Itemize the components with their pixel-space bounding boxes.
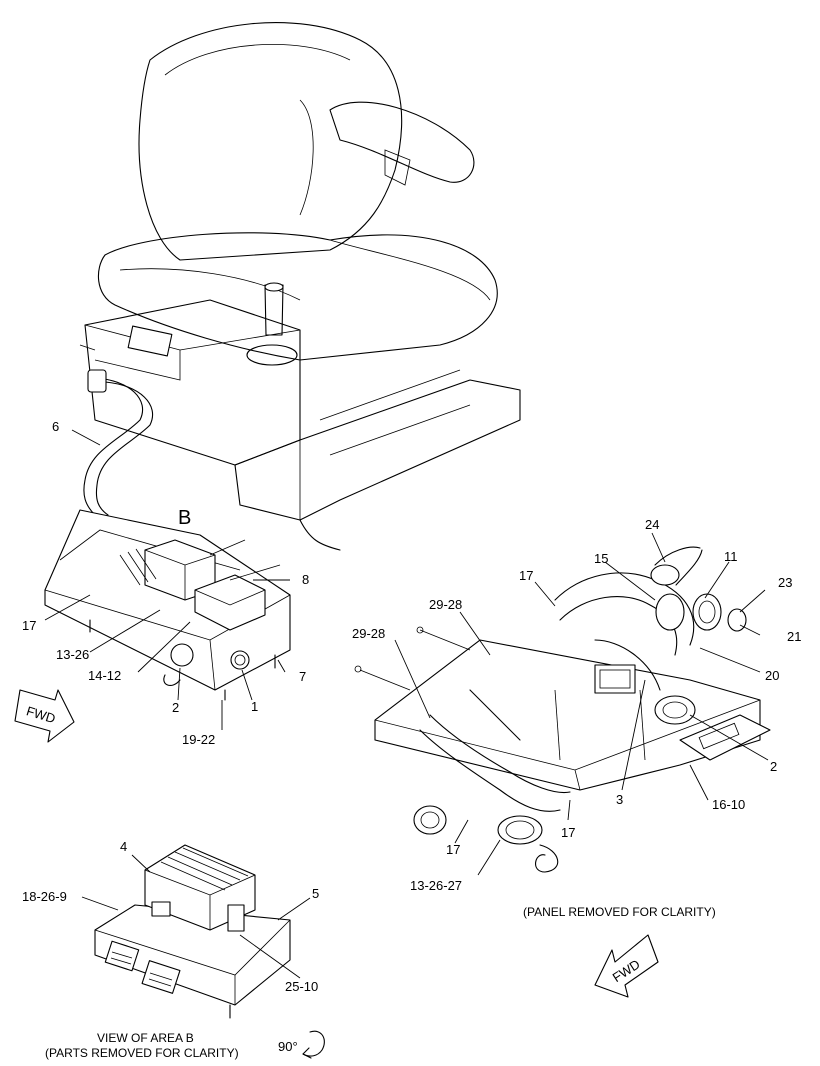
callout-labels: 6 B 8 17 13-26 14-12 7 2 1 19-22 24 15 1… xyxy=(22,419,801,994)
callout-7: 7 xyxy=(299,669,306,684)
rotation-label: 90° xyxy=(278,1039,298,1054)
callout-20: 20 xyxy=(765,668,779,683)
callout-17-bottom: 17 xyxy=(446,842,460,857)
rotation-arrow-icon xyxy=(302,1030,325,1059)
callout-2-left: 2 xyxy=(172,700,179,715)
fwd-arrow-right: FWD xyxy=(594,934,659,998)
callout-8: 8 xyxy=(302,572,309,587)
operator-seat xyxy=(79,22,521,551)
callout-13-26: 13-26 xyxy=(56,647,89,662)
leader-lines xyxy=(44,429,769,979)
callout-17-top: 17 xyxy=(519,568,533,583)
harness-cable xyxy=(83,369,154,516)
callout-23: 23 xyxy=(778,575,792,590)
callout-18-26-9: 18-26-9 xyxy=(22,889,67,904)
callout-1: 1 xyxy=(251,699,258,714)
view-title: VIEW OF AREA B xyxy=(97,1031,194,1045)
area-b-inset xyxy=(94,844,291,1019)
callout-29-28-a: 29-28 xyxy=(429,597,462,612)
fwd-arrow-left: FWD xyxy=(14,689,75,743)
callout-3: 3 xyxy=(616,792,623,807)
callout-21: 21 xyxy=(787,629,801,644)
callout-19-22: 19-22 xyxy=(182,732,215,747)
callout-16-10: 16-10 xyxy=(712,797,745,812)
controller-left xyxy=(44,509,291,701)
callout-14-12: 14-12 xyxy=(88,668,121,683)
callout-11: 11 xyxy=(724,549,738,564)
callout-25-10: 25-10 xyxy=(285,979,318,994)
view-note: (PARTS REMOVED FOR CLARITY) xyxy=(45,1046,239,1060)
callout-17-mid: 17 xyxy=(561,825,575,840)
callout-17-left: 17 xyxy=(22,618,36,633)
callout-29-28-b: 29-28 xyxy=(352,626,385,641)
callout-5: 5 xyxy=(312,886,319,901)
area-b-marker: B xyxy=(178,507,191,529)
callout-24: 24 xyxy=(645,517,659,532)
callout-6: 6 xyxy=(52,419,59,434)
controller-right-assembly xyxy=(354,546,771,873)
callout-2-right: 2 xyxy=(770,759,777,774)
callout-15: 15 xyxy=(594,551,608,566)
callout-4: 4 xyxy=(120,839,127,854)
panel-removed-caption: (PANEL REMOVED FOR CLARITY) xyxy=(523,905,716,919)
callout-13-26-27: 13-26-27 xyxy=(410,878,462,893)
